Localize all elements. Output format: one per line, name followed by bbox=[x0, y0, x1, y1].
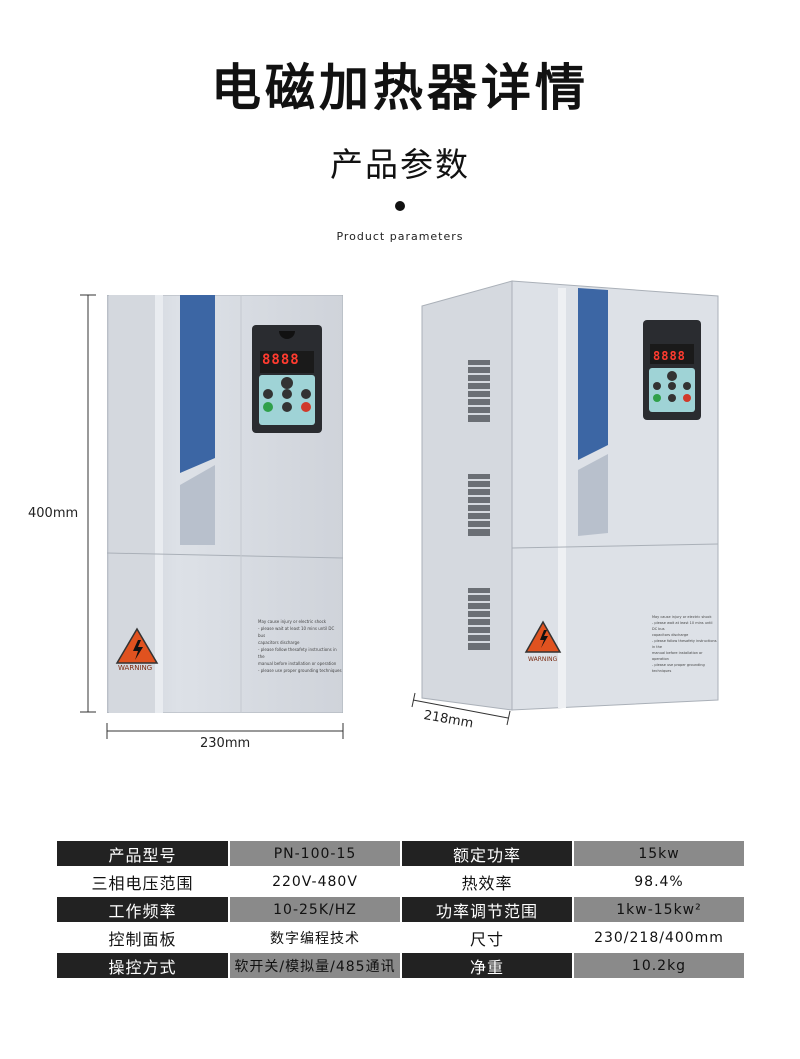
spec-value: 10-25K/HZ bbox=[229, 895, 402, 925]
section-subtitle-en: Product parameters bbox=[336, 230, 464, 243]
bullet-dot bbox=[395, 201, 405, 211]
height-label: 400mm bbox=[28, 506, 79, 521]
spec-key: 操控方式 bbox=[57, 951, 230, 981]
spec-key: 热效率 bbox=[401, 867, 574, 897]
side-display-digits: 8888 bbox=[653, 349, 686, 363]
spec-value: 15kw bbox=[573, 841, 746, 869]
spec-key: 三相电压范围 bbox=[57, 867, 230, 897]
width-label: 230mm bbox=[200, 736, 251, 751]
spec-value: 10.2kg bbox=[573, 951, 746, 981]
front-warning-label: WARNING bbox=[118, 664, 153, 672]
spec-value: PN-100-15 bbox=[229, 841, 402, 869]
front-display-digits: 8888 bbox=[262, 352, 300, 368]
spec-key: 额定功率 bbox=[401, 841, 574, 869]
spec-key: 功率调节范围 bbox=[401, 895, 574, 925]
table-row: 工作频率 10-25K/HZ 功率调节范围 1kw-15kw² bbox=[57, 895, 746, 925]
table-row: 控制面板 数字编程技术 尺寸 230/218/400mm bbox=[57, 923, 746, 953]
section-title: 产品参数 bbox=[330, 145, 470, 184]
spec-key: 控制面板 bbox=[57, 923, 230, 953]
spec-key: 工作频率 bbox=[57, 895, 230, 925]
side-warning-label: WARNING bbox=[528, 656, 558, 663]
spec-key: 净重 bbox=[401, 951, 574, 981]
spec-value: 230/218/400mm bbox=[573, 923, 746, 953]
side-warning-text: May cause injury or electric shock - ple… bbox=[652, 615, 717, 673]
device-angled-view bbox=[421, 280, 719, 711]
spec-value: 98.4% bbox=[573, 867, 746, 897]
spec-value: 220V-480V bbox=[229, 867, 402, 897]
table-row: 产品型号 PN-100-15 额定功率 15kw bbox=[57, 841, 746, 869]
spec-value: 1kw-15kw² bbox=[573, 895, 746, 925]
page-title: 电磁加热器详情 bbox=[211, 58, 589, 117]
spec-table: 产品型号 PN-100-15 额定功率 15kw 三相电压范围 220V-480… bbox=[57, 841, 746, 981]
spec-value: 软开关/模拟量/485通讯 bbox=[229, 951, 402, 981]
spec-key: 尺寸 bbox=[401, 923, 574, 953]
table-row: 三相电压范围 220V-480V 热效率 98.4% bbox=[57, 867, 746, 897]
table-row: 操控方式 软开关/模拟量/485通讯 净重 10.2kg bbox=[57, 951, 746, 981]
spec-value: 数字编程技术 bbox=[229, 923, 402, 953]
device-front-view bbox=[107, 295, 343, 713]
spec-key: 产品型号 bbox=[57, 841, 230, 869]
front-warning-text: May cause injury or electric shock - ple… bbox=[258, 619, 342, 673]
